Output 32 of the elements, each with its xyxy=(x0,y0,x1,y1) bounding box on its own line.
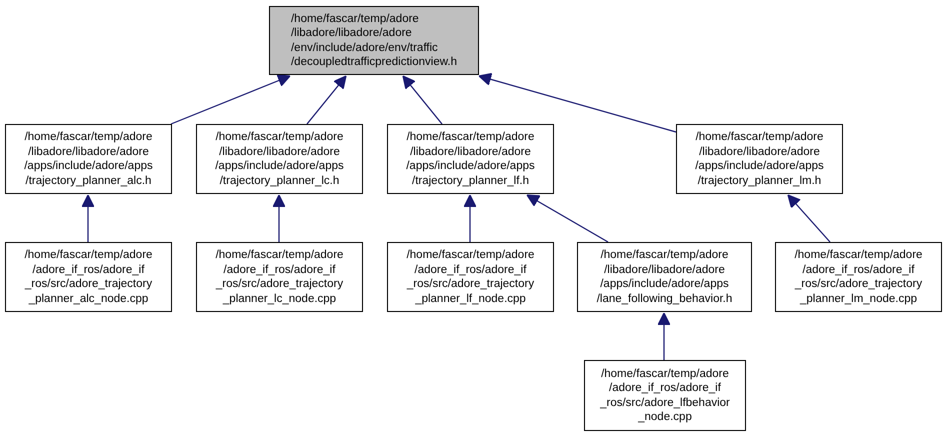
file-path: /home/fascar/temp/adore /adore_if_ros/adore_if _ros/src/adore_trajectory _planner_lf_node.cpp xyxy=(406,248,534,306)
arrow xyxy=(306,75,347,124)
file-box xyxy=(5,124,172,194)
file-path: /home/fascar/temp/adore /libadore/libadore/adore /apps/include/adore/apps /lane_following_behavior.h xyxy=(596,248,732,306)
file-path: /home/fascar/temp/adore /adore_if_ros/adore_if _ros/src/adore_trajectory _planner_lm_node.cpp xyxy=(794,248,922,306)
arrow xyxy=(478,72,676,133)
current-file-box xyxy=(269,6,479,75)
arrow xyxy=(402,75,442,124)
file-box xyxy=(584,360,746,431)
file-box xyxy=(577,242,752,312)
file-path: /home/fascar/temp/adore /adore_if_ros/adore_if _ros/src/adore_lfbehavior _node.cpp xyxy=(600,366,730,424)
file-path: /home/fascar/temp/adore /adore_if_ros/adore_if _ros/src/adore_trajectory _planner_alc_node.cpp xyxy=(24,248,152,306)
arrow xyxy=(526,194,608,243)
arrow xyxy=(81,194,95,242)
arrow xyxy=(272,194,286,242)
file-box xyxy=(196,242,363,312)
file-path: /home/fascar/temp/adore /libadore/libadore/adore /apps/include/adore/apps /trajectory_planner_alc.h xyxy=(24,130,153,188)
file-box xyxy=(196,124,363,194)
file-path: /home/fascar/temp/adore /libadore/libadore/adore /apps/include/adore/apps /trajectory_planner_lf.h xyxy=(406,130,535,188)
arrow xyxy=(657,312,671,360)
file-box xyxy=(5,242,172,312)
file-path: /home/fascar/temp/adore /adore_if_ros/adore_if _ros/src/adore_trajectory _planner_lc_node.cpp xyxy=(216,248,344,306)
arrow xyxy=(787,194,830,242)
file-box xyxy=(387,124,554,194)
file-box xyxy=(387,242,554,312)
file-path: /home/fascar/temp/adore /libadore/libadore/adore /apps/include/adore/apps /trajectory_planner_lc.h xyxy=(215,130,344,188)
arrow xyxy=(170,74,291,125)
file-path: /home/fascar/temp/adore /libadore/libadore/adore /apps/include/adore/apps /trajectory_planner_lm.h xyxy=(695,130,824,188)
file-box xyxy=(676,124,843,194)
arrow xyxy=(463,194,477,242)
file-box xyxy=(775,242,942,312)
file-path: /home/fascar/temp/adore /libadore/libadore/adore /env/include/adore/env/traffic /decoupledtrafficpredictionview.h xyxy=(290,12,457,70)
